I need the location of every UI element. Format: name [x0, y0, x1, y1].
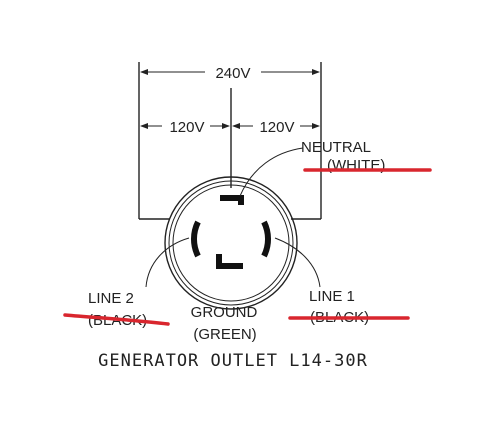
line2-color-strike [63, 313, 170, 326]
voltage-240v-label: 240V [215, 65, 250, 82]
neutral-label: NEUTRAL [301, 139, 371, 156]
line1-label: LINE 1 [309, 288, 355, 305]
neutral-leader [239, 147, 304, 197]
slot-line1 [261, 220, 271, 258]
line1-leader [274, 237, 321, 288]
ground-color-label: (GREEN) [193, 326, 256, 343]
diagram-title: GENERATOR OUTLET L14-30R [98, 351, 368, 371]
slot-line2 [191, 220, 201, 258]
line2-label: LINE 2 [88, 290, 134, 307]
voltage-120v-right-label: 120V [259, 119, 294, 136]
ground-label: GROUND [191, 304, 258, 321]
slot-ground [216, 254, 243, 269]
line2-leader [145, 237, 190, 288]
voltage-120v-left-label: 120V [169, 119, 204, 136]
outlet-face [164, 176, 298, 310]
outlet-slots [191, 195, 271, 269]
slot-neutral [220, 195, 244, 205]
